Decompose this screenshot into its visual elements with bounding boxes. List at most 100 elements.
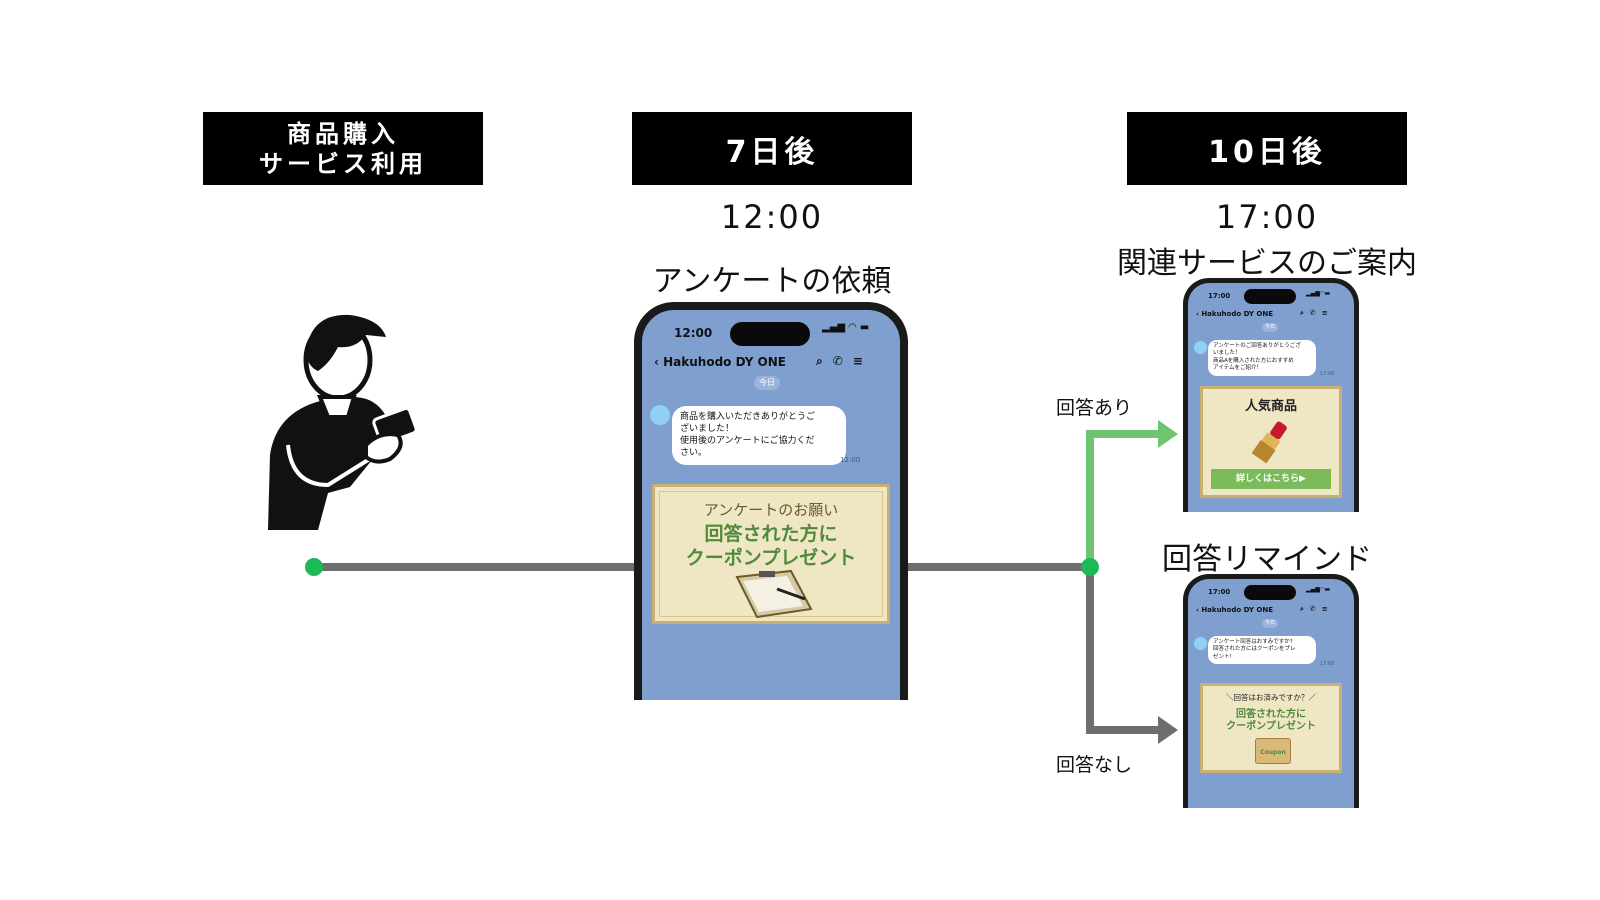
phone-screen: 17:00 ▂▄▆◠▬ ‹ Hakuhodo DY ONE ⌕✆≡ 今日 アンケ…: [1188, 283, 1354, 512]
step10-title: 関連サービスのご案内: [1117, 246, 1417, 281]
back-chevron-icon[interactable]: ‹: [1196, 310, 1199, 318]
menu-icon[interactable]: ≡: [1321, 605, 1334, 613]
details-button[interactable]: 詳しくはこちら▶: [1211, 469, 1331, 489]
search-icon[interactable]: ⌕: [1300, 309, 1310, 317]
status-icons: ▂▄▆◠▬: [1306, 290, 1330, 297]
message-timestamp: 12:00: [840, 456, 861, 464]
branch-yes-path: [1086, 430, 1160, 567]
card-title: アンケートのお願い: [703, 501, 839, 519]
popular-product-card[interactable]: 人気商品 詳しくはこちら▶: [1200, 386, 1342, 498]
stage-purchase-line2: サービス利用: [259, 149, 427, 178]
today-pill: 今日: [1262, 619, 1278, 628]
timeline-dot-start: [305, 558, 323, 576]
signal-icon: ▂▄▆: [822, 322, 846, 333]
bot-avatar: [1194, 341, 1207, 354]
message-line: 回答された方にはクーポンをプレ: [1213, 646, 1296, 653]
back-chevron-icon[interactable]: ‹: [654, 355, 659, 369]
message-bubble: 商品を購入いただきありがとうご ざいました！ 使用後のアンケートにご協力くだ さ…: [672, 406, 846, 465]
branch-no-path: [1086, 567, 1160, 734]
step7-time: 12:00: [720, 198, 824, 236]
phone-call-icon[interactable]: ✆: [1309, 605, 1322, 613]
message-bubble: アンケートのご回答ありがとうござ いました！ 商品Aを購入された方におすすめ ア…: [1208, 340, 1316, 376]
chat-header-title: Hakuhodo DY ONE: [1201, 310, 1273, 318]
today-pill: 今日: [754, 376, 780, 390]
step10-time: 17:00: [1215, 198, 1319, 236]
person-with-phone-icon: [268, 314, 418, 530]
wifi-icon: ◠: [1319, 290, 1325, 297]
message-line: ゼント!: [1213, 653, 1232, 660]
remind-title: 回答リマインド: [1162, 542, 1372, 577]
message-line: 商品を購入いただきありがとうご: [680, 412, 816, 422]
status-time: 17:00: [1208, 292, 1231, 300]
timeline-dot-branch: [1081, 558, 1099, 576]
message-timestamp: 17:00: [1320, 661, 1335, 667]
message-line: さい。: [680, 448, 708, 459]
wifi-icon: ◠: [848, 322, 857, 333]
phone-call-icon[interactable]: ✆: [1309, 309, 1322, 317]
phone-screen: 17:00 ▂▄▆◠▬ ‹ Hakuhodo DY ONE ⌕✆≡ 今日 アンケ…: [1188, 579, 1354, 808]
dynamic-island: [730, 322, 810, 346]
message-line: 商品Aを購入された方におすすめ: [1213, 357, 1294, 364]
status-time: 17:00: [1208, 588, 1231, 596]
reminder-card-headline-1: 回答された方に: [1236, 709, 1306, 720]
coupon-ticket-label: Coupon: [1260, 749, 1286, 756]
menu-icon[interactable]: ≡: [852, 354, 873, 368]
message-line: 使用後のアンケートにご協力くだ: [680, 436, 815, 447]
stage-7days-label: 7日後: [725, 134, 819, 170]
reminder-coupon-card[interactable]: ＼回答はお済みですか？／ 回答された方に クーポンプレゼント Coupon: [1200, 683, 1342, 773]
lipstick-icon: [1251, 421, 1287, 464]
menu-icon[interactable]: ≡: [1321, 309, 1334, 317]
card-headline-2: クーポンプレゼント: [685, 547, 857, 569]
search-icon[interactable]: ⌕: [1300, 605, 1310, 613]
message-bubble: アンケート回答はおすみですか? 回答された方にはクーポンをプレ ゼント!: [1208, 636, 1316, 665]
card-inner-border: [659, 491, 883, 617]
dynamic-island: [1244, 289, 1296, 304]
chat-header: ‹ Hakuhodo DY ONE: [1196, 606, 1273, 614]
bot-avatar: [1194, 637, 1207, 650]
chat-header: ‹ Hakuhodo DY ONE: [1196, 310, 1273, 318]
stage-7days-box: 7日後: [632, 112, 912, 185]
branch-no-arrowhead: [1158, 716, 1178, 744]
chat-header-actions: ⌕✆≡: [1300, 605, 1334, 614]
phone-related-service: 17:00 ▂▄▆◠▬ ‹ Hakuhodo DY ONE ⌕✆≡ 今日 アンケ…: [1183, 278, 1359, 512]
reminder-card-question: ＼回答はお済みですか？／: [1226, 693, 1316, 702]
dynamic-island: [1244, 585, 1296, 600]
branch-yes-label: 回答あり: [1056, 397, 1133, 419]
battery-icon: ▬: [1324, 586, 1331, 593]
message-line: アンケートのご回答ありがとうござ: [1213, 343, 1301, 349]
signal-icon: ▂▄▆: [1306, 586, 1320, 593]
phone-screen: 12:00 ▂▄▆ ◠ ▬ ‹ Hakuhodo DY ONE ⌕✆≡ 今日 商…: [642, 310, 900, 700]
branch-no-label: 回答なし: [1056, 754, 1133, 776]
message-line: ざいました！: [680, 424, 735, 435]
status-icons: ▂▄▆ ◠ ▬: [822, 322, 869, 333]
wifi-icon: ◠: [1319, 586, 1325, 593]
chat-header-title: Hakuhodo DY ONE: [1201, 606, 1273, 614]
stage-purchase-box: 商品購入 サービス利用: [203, 112, 483, 185]
card-headline-1: 回答された方に: [704, 523, 838, 545]
battery-icon: ▬: [859, 322, 870, 333]
back-chevron-icon[interactable]: ‹: [1196, 606, 1199, 614]
chat-header-actions: ⌕✆≡: [816, 354, 873, 369]
branch-yes-arrowhead: [1158, 420, 1178, 448]
survey-coupon-card[interactable]: アンケートのお願い 回答された方に クーポンプレゼント: [652, 484, 890, 624]
phone-call-icon[interactable]: ✆: [832, 354, 853, 368]
phone-answer-reminder: 17:00 ▂▄▆◠▬ ‹ Hakuhodo DY ONE ⌕✆≡ 今日 アンケ…: [1183, 574, 1359, 808]
stage-purchase-line1: 商品購入: [287, 119, 399, 148]
message-line: アイテムをご紹介！: [1213, 365, 1262, 372]
clipboard-icon: [735, 569, 813, 619]
stage-10days-box: 10日後: [1127, 112, 1407, 185]
signal-icon: ▂▄▆: [1306, 290, 1320, 297]
stage-10days-label: 10日後: [1208, 134, 1326, 170]
step7-title: アンケートの依頼: [652, 264, 892, 299]
message-line: アンケート回答はおすみですか?: [1213, 639, 1293, 645]
chat-header-actions: ⌕✆≡: [1300, 309, 1334, 318]
chat-header: ‹ Hakuhodo DY ONE: [654, 355, 786, 369]
chat-header-title: Hakuhodo DY ONE: [663, 355, 786, 369]
search-icon[interactable]: ⌕: [816, 354, 833, 368]
reminder-card-headline-2: クーポンプレゼント: [1226, 721, 1316, 732]
battery-icon: ▬: [1324, 290, 1331, 297]
bot-avatar: [650, 405, 670, 425]
product-card-title: 人気商品: [1244, 399, 1297, 414]
status-time: 12:00: [674, 326, 713, 340]
message-timestamp: 17:00: [1320, 371, 1335, 377]
